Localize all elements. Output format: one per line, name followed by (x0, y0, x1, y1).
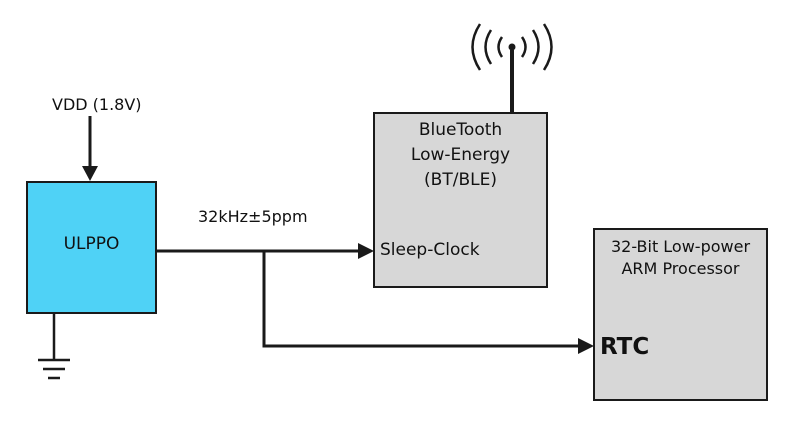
ble-title-line: Low-Energy (410, 145, 511, 165)
arm-processor-block (593, 228, 768, 401)
ble-block (373, 112, 548, 288)
ground-icon (38, 314, 70, 380)
ble-title-line: BlueTooth (418, 120, 503, 140)
ulppo-block (26, 181, 157, 314)
ble-title: BlueTooth Low-Energy (BT/BLE) (373, 118, 548, 193)
arm-title-line: ARM Processor (621, 259, 740, 278)
rtc-arrow (262, 251, 594, 354)
arm-title-line: 32-Bit Low-power (610, 237, 751, 256)
vdd-label: VDD (1.8V) (52, 95, 142, 114)
ble-title-line: (BT/BLE) (424, 170, 497, 190)
antenna-icon (471, 23, 553, 112)
sleep-clock-arrow (157, 243, 374, 259)
frequency-label: 32kHz±5ppm (198, 207, 308, 226)
sleep-clock-label: Sleep-Clock (380, 240, 480, 260)
arm-processor-title: 32-Bit Low-power ARM Processor (593, 236, 768, 280)
rtc-label: RTC (600, 334, 650, 360)
vdd-arrow (82, 116, 98, 181)
ulppo-label: ULPPO (63, 234, 120, 254)
